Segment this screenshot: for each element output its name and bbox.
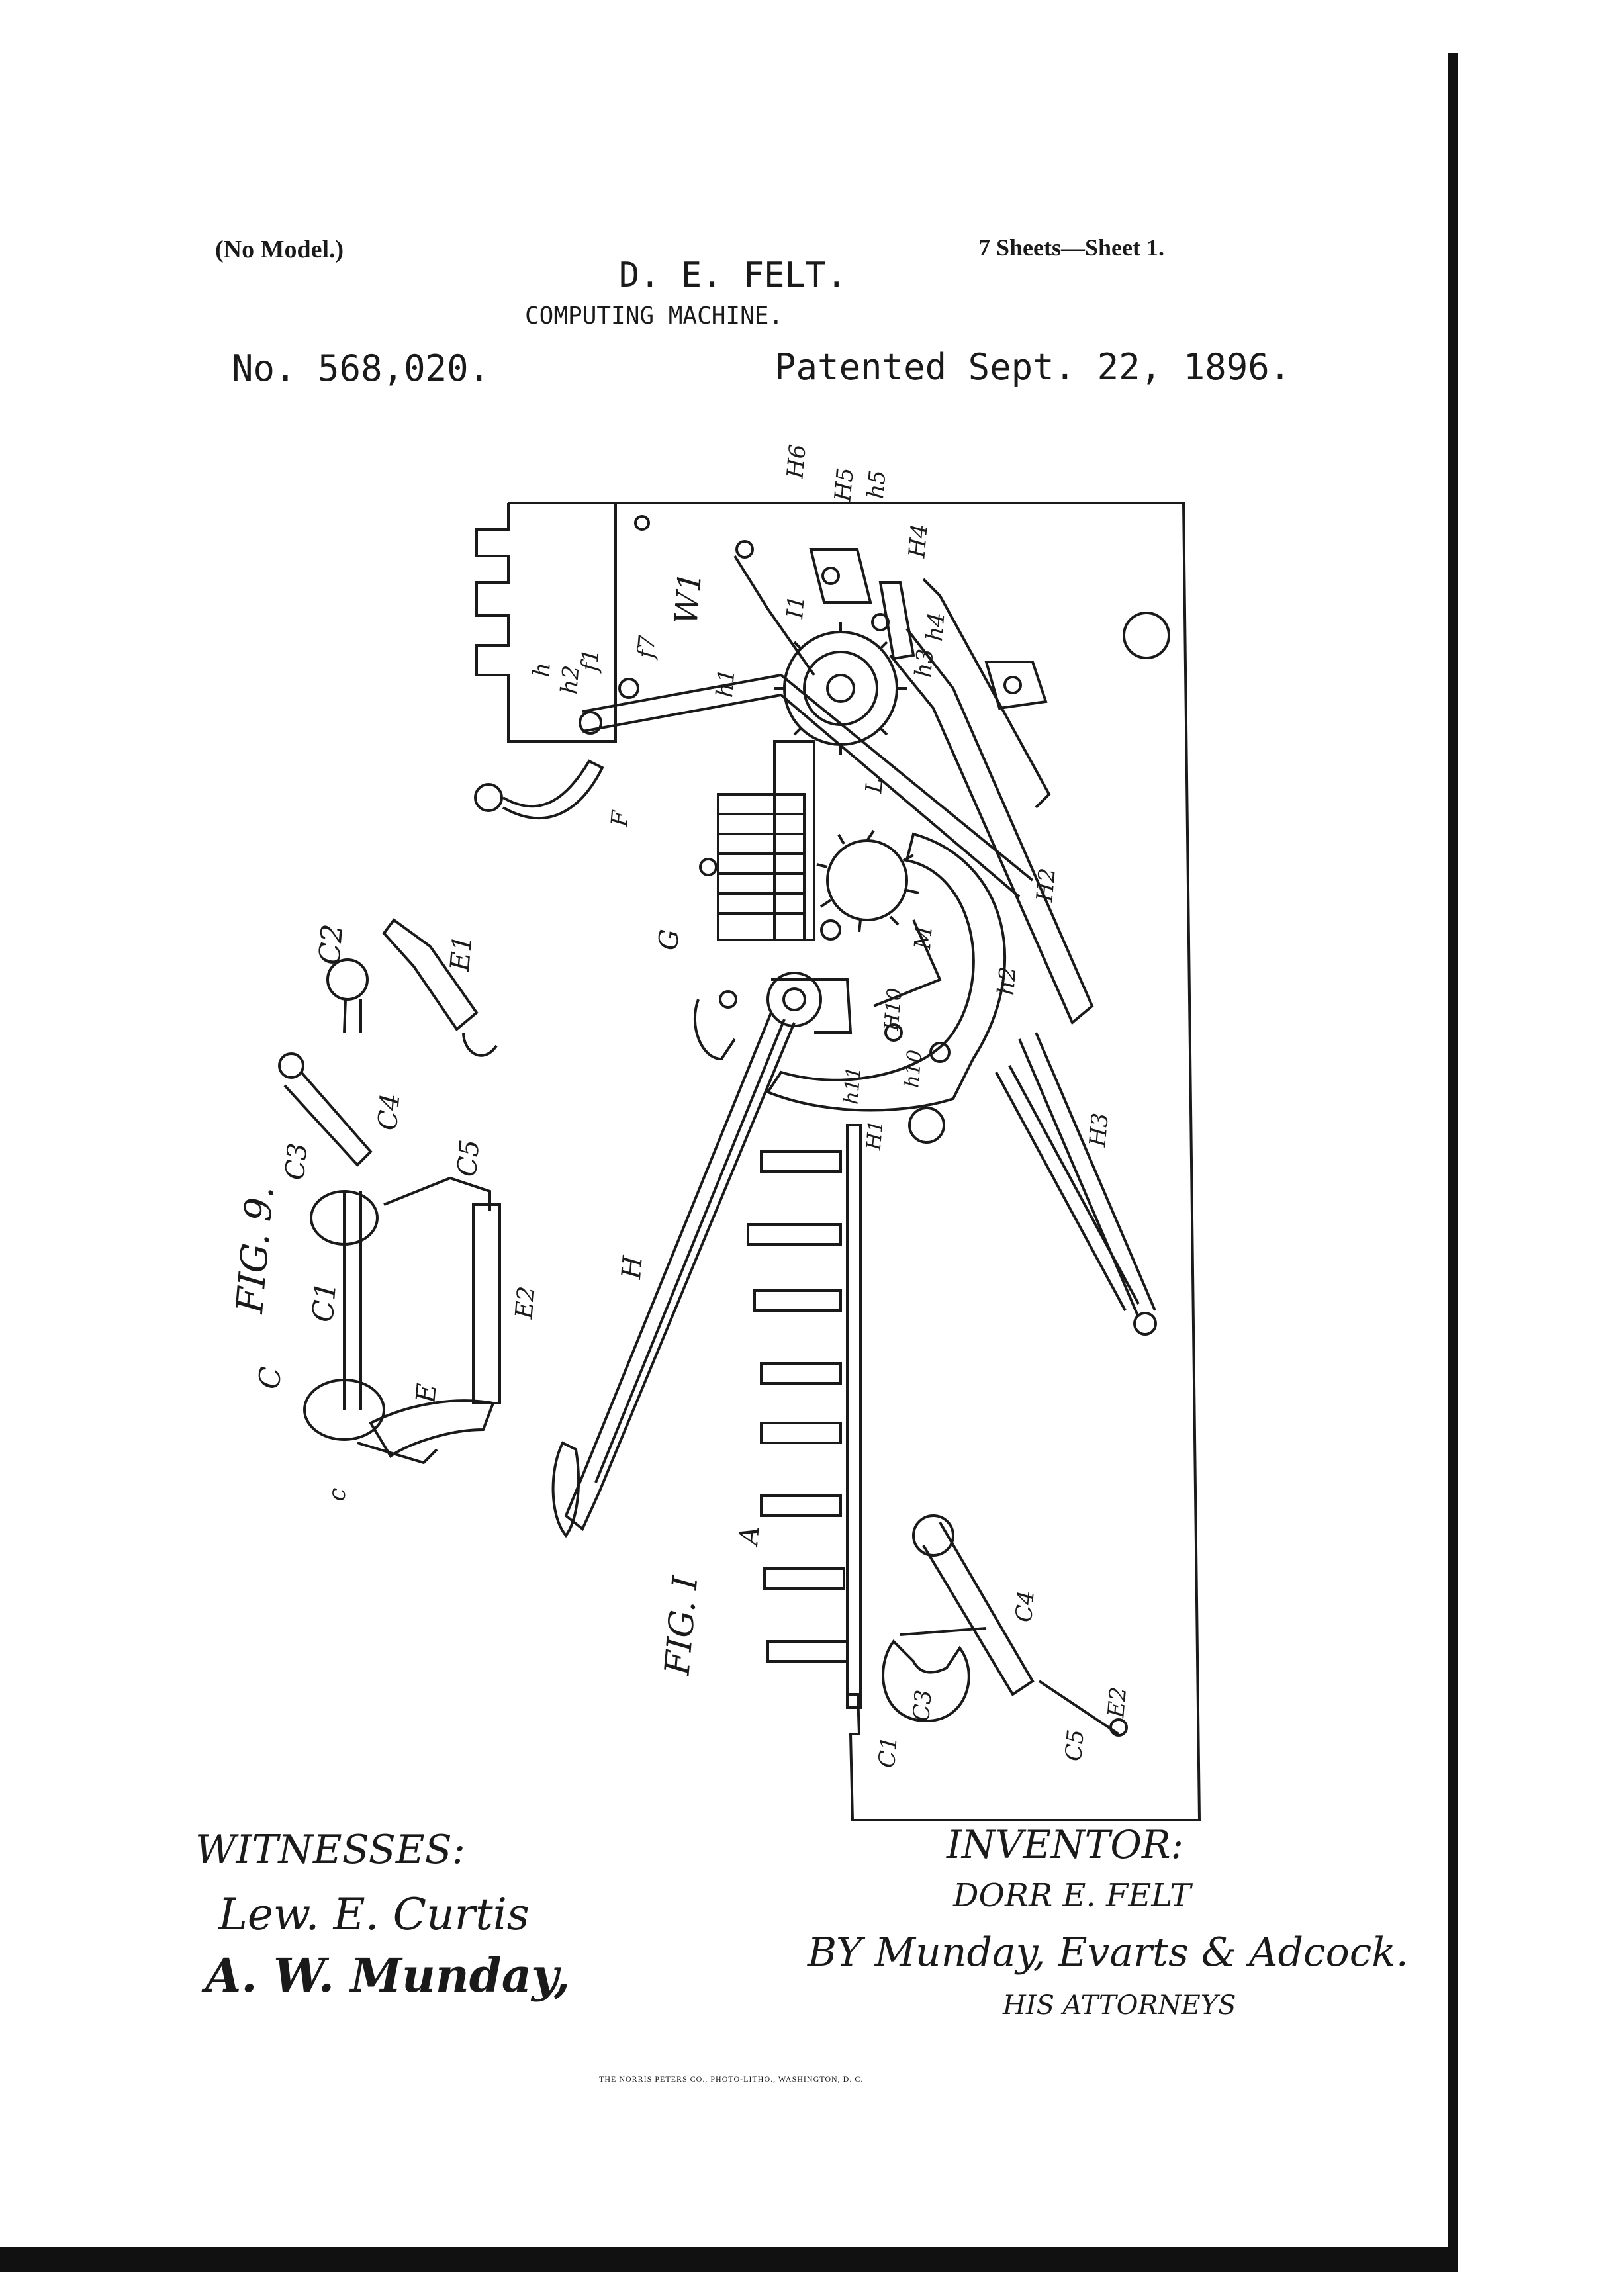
label-C5: C5 [1060, 1728, 1090, 1763]
attorneys-signature: BY Munday, Evarts & Adcock. [808, 1929, 1409, 1976]
page-border-right [1448, 53, 1458, 2257]
segment-H1 [765, 832, 1007, 1144]
fig9-label-E: E [410, 1382, 443, 1404]
label-A: A [733, 1524, 766, 1547]
lever-H2 [889, 578, 1094, 1025]
label-h11: h11 [839, 1065, 866, 1106]
label-h10: h10 [900, 1048, 927, 1089]
ratchet-M [816, 829, 919, 941]
sheet-count: 7 Sheets—Sheet 1. [978, 234, 1164, 261]
attorneys-label: HIS ATTORNEYS [1003, 1990, 1236, 2021]
label-F: F [606, 809, 634, 828]
key-column-A [747, 1124, 862, 1709]
label-h1: h1 [711, 667, 741, 699]
pivot-h [693, 972, 853, 1061]
label-C3: C3 [907, 1688, 937, 1723]
patent-date: Patented Sept. 22, 1896. [774, 346, 1291, 388]
label-H2: H2 [1031, 866, 1061, 903]
patent-title: COMPUTING MACHINE. [525, 302, 784, 330]
label-h5: h5 [862, 469, 892, 500]
witness-signature-2: A. W. Munday, [205, 1948, 571, 2003]
label-H10: H10 [880, 987, 907, 1032]
label-f1: f1 [576, 647, 605, 672]
fig9-label-C: C [252, 1365, 289, 1391]
label-H3: H3 [1084, 1111, 1114, 1148]
fig9-label-C5: C5 [451, 1138, 486, 1178]
fig9-label-c: c [323, 1487, 351, 1502]
witness-signature-1: Lew. E. Curtis [218, 1889, 530, 1940]
fig9-label-E2: E2 [510, 1285, 541, 1320]
spring-H3 [995, 1032, 1157, 1336]
fig9-label-C2: C2 [312, 923, 350, 966]
label-M: M [909, 925, 938, 951]
model-note: (No Model.) [215, 236, 344, 263]
spring-stack-G [699, 740, 815, 941]
fig9-assembly [278, 918, 501, 1465]
fig1-title: FIG. I [657, 1574, 706, 1677]
inventor-label: INVENTOR: [947, 1822, 1184, 1867]
label-H5: H5 [829, 466, 859, 503]
lower-mechanism [882, 1514, 1128, 1737]
fig9-label-C4: C4 [372, 1092, 406, 1132]
label-f7: f7 [632, 634, 661, 659]
page-border-bottom [0, 2247, 1458, 2272]
label-C4: C4 [1010, 1589, 1040, 1624]
label-H1: H1 [862, 1119, 888, 1152]
label-E2: E2 [1103, 1686, 1133, 1719]
printer-credit: THE NORRIS PETERS CO., PHOTO-LITHO., WAS… [599, 2074, 864, 2084]
label-L: L [860, 777, 889, 794]
label-H4: H4 [904, 522, 933, 559]
fig9-label-C1: C1 [306, 1280, 344, 1324]
patent-number: No. 568,020. [232, 347, 490, 389]
label-h3: h3 [909, 647, 939, 679]
label-h: h [528, 661, 556, 678]
inventor-heading: D. E. FELT. [619, 255, 847, 295]
label-G: G [653, 928, 686, 952]
fig9-label-C3: C3 [279, 1142, 314, 1181]
linkage-h1 [579, 540, 1034, 898]
witnesses-label: WITNESSES: [195, 1827, 465, 1873]
inventor-name: DORR E. FELT [953, 1877, 1191, 1914]
label-I1: I1 [782, 594, 810, 620]
fig9-title: FIG. 9. [228, 1184, 283, 1315]
label-h2-lower: h2 [992, 965, 1022, 997]
fig9-label-E1: E1 [445, 933, 479, 973]
gear-I1 [774, 622, 907, 755]
handle-F [474, 759, 604, 820]
label-C1: C1 [873, 1735, 903, 1769]
fig1-frame [475, 502, 1201, 1821]
label-h4: h4 [921, 611, 951, 643]
hook-H5 [809, 548, 1048, 710]
lever-H [551, 1012, 796, 1538]
label-W1: W1 [667, 570, 710, 627]
label-H: H [616, 1254, 649, 1281]
label-H6: H6 [782, 443, 812, 480]
